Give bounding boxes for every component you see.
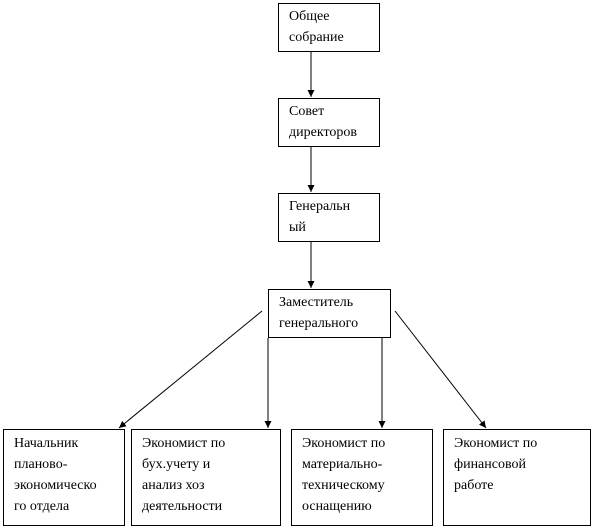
node-general-director: Генеральн ый bbox=[278, 193, 380, 242]
node-line: ый bbox=[289, 220, 306, 235]
node-board-of-directors: Совет директоров bbox=[278, 98, 380, 147]
node-line: Совет bbox=[289, 104, 325, 119]
node-line: материально- bbox=[302, 457, 383, 472]
node-line: деятельности bbox=[142, 499, 223, 514]
arrow-deputy-to-finance-economist bbox=[394, 310, 487, 429]
node-line: экономическо bbox=[14, 478, 97, 493]
node-line: Генеральн bbox=[289, 199, 351, 214]
node-line: оснащению bbox=[302, 499, 372, 514]
node-general-meeting: Общее собрание bbox=[278, 3, 380, 52]
node-line: финансовой bbox=[454, 457, 526, 472]
node-line: техническому bbox=[302, 478, 385, 493]
node-line: директоров bbox=[289, 125, 357, 140]
node-line: генерального bbox=[279, 316, 359, 331]
node-planning-department-head: Начальник планово- экономическо го отдел… bbox=[3, 429, 125, 526]
node-line: Общее bbox=[289, 9, 330, 24]
node-line: Экономист по bbox=[302, 436, 386, 451]
node-deputy-director: Заместитель генерального bbox=[268, 289, 391, 338]
node-line: Экономист по bbox=[454, 436, 538, 451]
node-line: Экономист по bbox=[142, 436, 226, 451]
node-line: Заместитель bbox=[279, 295, 354, 310]
node-line: работе bbox=[454, 478, 494, 493]
node-line: го отдела bbox=[14, 499, 70, 514]
node-line: собрание bbox=[289, 30, 344, 45]
node-line: анализ хоз bbox=[142, 478, 205, 493]
node-line: бух.учету и bbox=[142, 457, 211, 472]
node-accounting-economist: Экономист по бух.учету и анализ хоз деят… bbox=[131, 429, 281, 526]
arrow-deputy-to-planning-head bbox=[118, 310, 263, 429]
node-supply-economist: Экономист по материально- техническому о… bbox=[291, 429, 433, 526]
node-line: планово- bbox=[14, 457, 68, 472]
node-line: Начальник bbox=[14, 436, 79, 451]
node-finance-economist: Экономист по финансовой работе bbox=[443, 429, 591, 526]
